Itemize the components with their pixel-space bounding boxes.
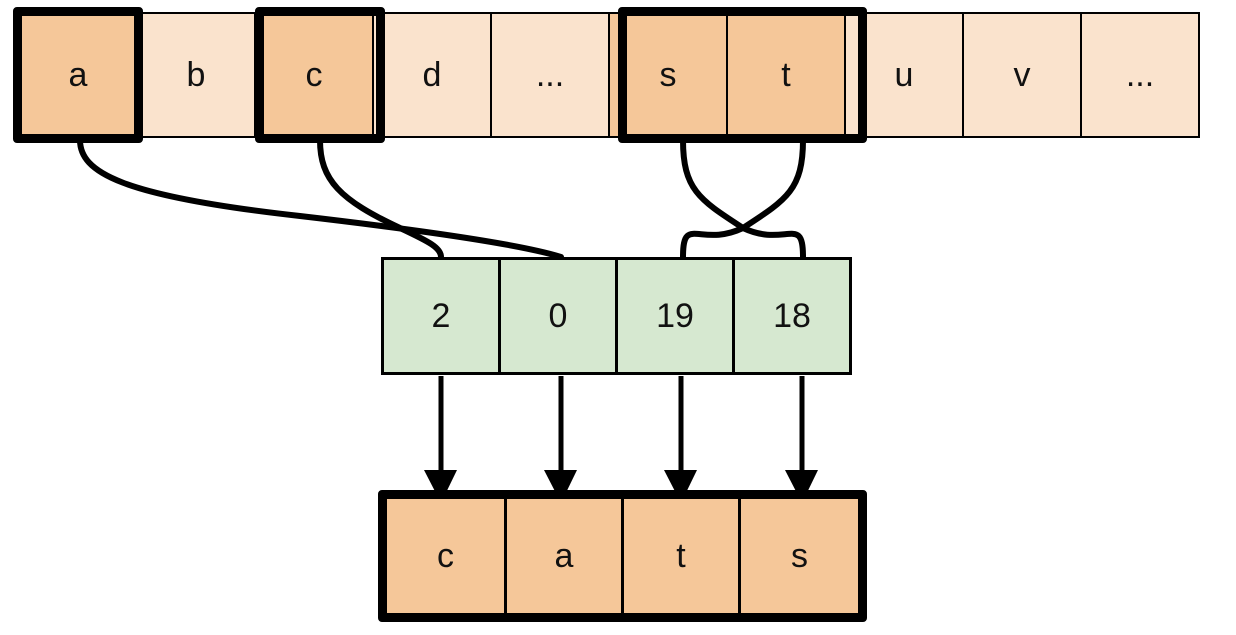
- curve-s-to-18: [680, 137, 806, 260]
- alphabet-cell-label: d: [422, 56, 442, 94]
- alphabet-cell-label: a: [68, 56, 88, 94]
- alphabet-cell-t[interactable]: t: [726, 12, 846, 138]
- index-row: 2 0 19 18: [381, 257, 852, 375]
- alphabet-cell-s[interactable]: s: [608, 12, 728, 138]
- curve-t-to-19: [680, 137, 806, 260]
- output-cell-3[interactable]: s: [738, 499, 858, 613]
- alphabet-cell-label: c: [305, 56, 323, 94]
- alphabet-cell-label: ...: [535, 56, 565, 94]
- alphabet-cell-ellipsis-1[interactable]: ...: [490, 12, 610, 138]
- index-cell-label: 2: [431, 297, 451, 335]
- index-cell-0[interactable]: 2: [381, 257, 501, 375]
- alphabet-cell-label: t: [781, 56, 791, 94]
- output-cell-label: c: [437, 537, 454, 575]
- alphabet-cell-ellipsis-2[interactable]: ...: [1080, 12, 1200, 138]
- output-cell-0[interactable]: c: [387, 499, 507, 613]
- index-cell-label: 0: [548, 297, 568, 335]
- curve-c-to-2: [317, 137, 444, 260]
- output-row: c a t s: [378, 490, 867, 622]
- index-cell-1[interactable]: 0: [498, 257, 618, 375]
- index-cell-2[interactable]: 19: [615, 257, 735, 375]
- curve-a-to-0: [77, 137, 564, 260]
- alphabet-cell-label: s: [659, 56, 677, 94]
- index-cell-label: 19: [656, 297, 694, 335]
- alphabet-cell-b[interactable]: b: [136, 12, 256, 138]
- alphabet-cell-c[interactable]: c: [254, 12, 374, 138]
- output-cell-1[interactable]: a: [504, 499, 624, 613]
- alphabet-cell-label: v: [1013, 56, 1031, 94]
- index-cell-label: 18: [773, 297, 811, 335]
- alphabet-cell-label: b: [186, 56, 206, 94]
- output-cell-2[interactable]: t: [621, 499, 741, 613]
- output-cell-label: s: [791, 537, 808, 575]
- alphabet-cell-d[interactable]: d: [372, 12, 492, 138]
- output-cell-label: t: [676, 537, 686, 575]
- alphabet-row: a b c d ... s t u v ...: [18, 12, 1200, 138]
- alphabet-cell-label: ...: [1125, 56, 1155, 94]
- alphabet-cell-label: u: [894, 56, 914, 94]
- alphabet-cell-a[interactable]: a: [18, 12, 138, 138]
- index-cell-3[interactable]: 18: [732, 257, 852, 375]
- alphabet-cell-v[interactable]: v: [962, 12, 1082, 138]
- alphabet-cell-u[interactable]: u: [844, 12, 964, 138]
- output-cell-label: a: [554, 537, 574, 575]
